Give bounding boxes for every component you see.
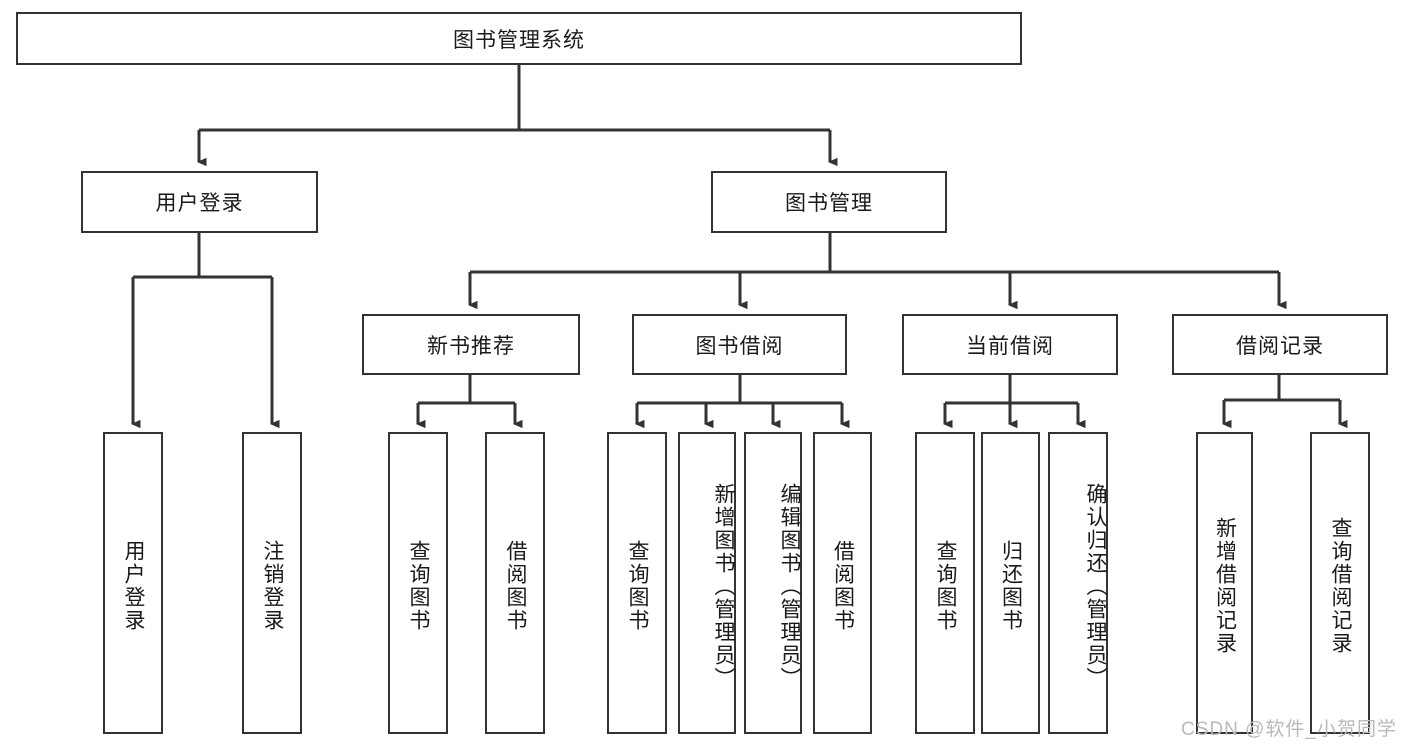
- node-new-book-recommend[interactable]: 新书推荐: [362, 314, 580, 375]
- node-current-borrow[interactable]: 当前借阅: [902, 314, 1118, 375]
- node-book-borrow[interactable]: 图书借阅: [632, 314, 847, 375]
- node-leaf-query-book-1[interactable]: 查询图书: [388, 432, 448, 734]
- node-borrow-record[interactable]: 借阅记录: [1172, 314, 1388, 375]
- node-leaf-query-book-3[interactable]: 查询图书: [915, 432, 975, 734]
- node-leaf-return-book[interactable]: 归还图书: [981, 432, 1040, 734]
- node-leaf-query-book-2[interactable]: 查询图书: [607, 432, 667, 734]
- node-leaf-borrow-book-2[interactable]: 借阅图书: [813, 432, 872, 734]
- node-book-manage[interactable]: 图书管理: [711, 171, 947, 233]
- watermark: CSDN @软件_小贺同学: [1181, 719, 1397, 740]
- node-leaf-borrow-book-1[interactable]: 借阅图书: [485, 432, 545, 734]
- node-leaf-add-book[interactable]: 新增图书（管理员）: [678, 432, 736, 734]
- node-user-login[interactable]: 用户登录: [81, 171, 318, 233]
- node-leaf-confirm-return[interactable]: 确认归还（管理员）: [1048, 432, 1108, 734]
- node-leaf-query-record[interactable]: 查询借阅记录: [1310, 432, 1370, 734]
- node-leaf-edit-book[interactable]: 编辑图书（管理员）: [744, 432, 802, 734]
- node-root[interactable]: 图书管理系统: [16, 12, 1022, 65]
- node-leaf-add-record[interactable]: 新增借阅记录: [1196, 432, 1253, 734]
- node-leaf-user-logout[interactable]: 注销登录: [242, 432, 302, 734]
- node-leaf-user-login[interactable]: 用户登录: [103, 432, 163, 734]
